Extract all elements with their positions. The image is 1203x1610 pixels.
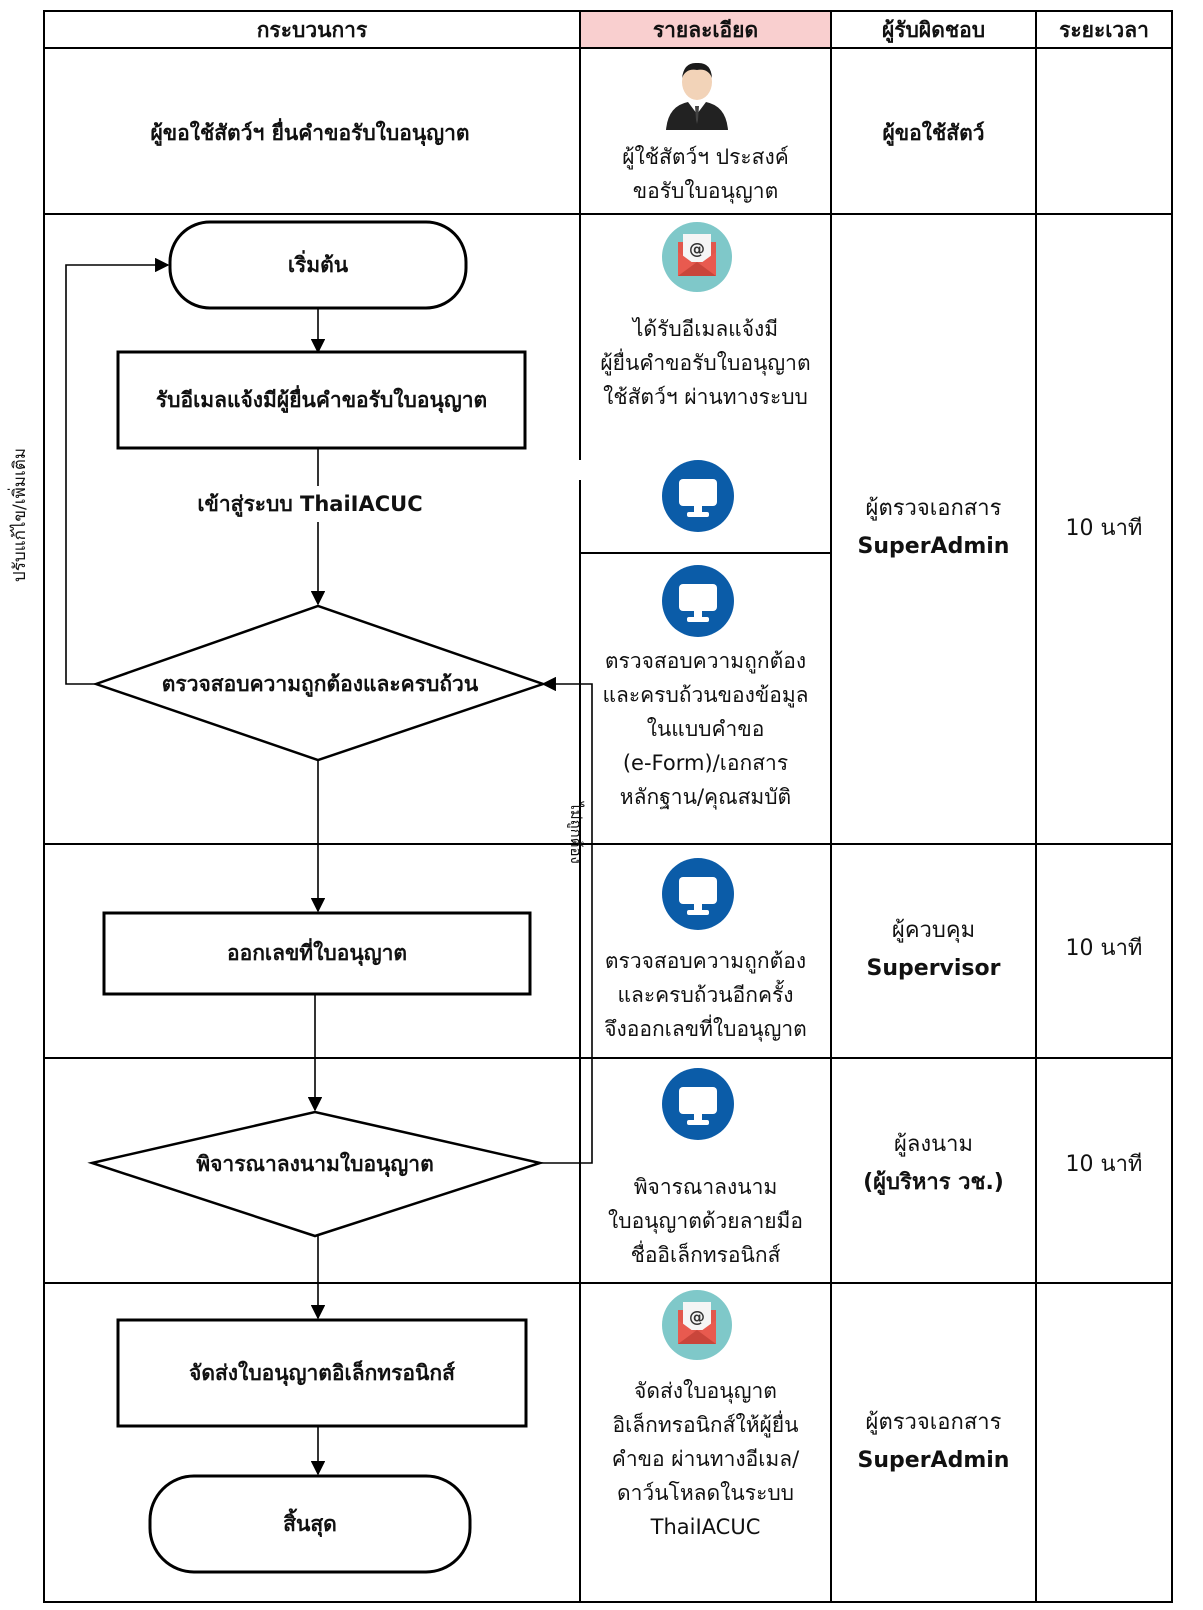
check-detail-line: และครบถ้วนของข้อมูล: [602, 683, 809, 707]
person-icon: [666, 62, 728, 130]
send-license-label: จัดส่งใบอนุญาตอิเล็กทรอนิกส์: [189, 1360, 455, 1385]
issue-detail-line: จึงออกเลขที่ใบอนุญาต: [604, 1017, 807, 1041]
row1-responsible: ผู้ขอใช้สัตว์: [882, 120, 985, 145]
header-detail: รายละเอียด: [652, 17, 759, 42]
checker-responsible: ผู้ตรวจเอกสาร SuperAdmin: [831, 490, 1036, 566]
sign-detail-line: พิจารณาลงนาม: [633, 1175, 778, 1199]
issue-number-box: [102, 911, 532, 996]
send-license-box: [116, 1318, 528, 1428]
email-icon: @: [662, 1290, 732, 1360]
issue-detail: ตรวจสอบความถูกต้อง และครบถ้วนอีกครั้ง จึ…: [580, 944, 831, 1046]
duration-check: 10 นาที: [1065, 516, 1143, 541]
issue-number-label: ออกเลขที่ใบอนุญาต: [226, 941, 408, 965]
send-detail: จัดส่งใบอนุญาต อิเล็กทรอนิกส์ให้ผู้ยื่น …: [580, 1374, 831, 1544]
email-detail: ได้รับอีเมลแจ้งมี ผู้ยื่นคำขอรับใบอนุญาต…: [580, 312, 831, 414]
svg-text:@: @: [689, 239, 705, 258]
email-icon: @: [662, 222, 732, 292]
header-process: กระบวนการ: [256, 17, 368, 42]
end-terminator: [148, 1474, 472, 1574]
email-detail-line: ได้รับอีเมลแจ้งมี: [632, 317, 779, 341]
supervisor-responsible: ผู้ควบคุม Supervisor: [831, 912, 1036, 988]
sender-responsible: ผู้ตรวจเอกสาร SuperAdmin: [831, 1404, 1036, 1480]
sign-detail: พิจารณาลงนาม ใบอนุญาตด้วยลายมือ ชื่ออิเล…: [580, 1170, 831, 1272]
row1-detail-line: ขอรับใบอนุญาต: [632, 179, 779, 203]
end-label: สิ้นสุด: [283, 1511, 337, 1536]
detail-header-fill: [580, 11, 831, 48]
start-label: เริ่มต้น: [287, 252, 349, 277]
checker-role: SuperAdmin: [857, 534, 1010, 559]
enter-system-label: เข้าสู่ระบบ ThaiIACUC: [140, 486, 480, 522]
consider-sign-diamond: [87, 1110, 545, 1238]
signer-responsible: ผู้ลงนาม (ผู้บริหาร วช.): [831, 1126, 1036, 1202]
issue-detail-line: ตรวจสอบความถูกต้อง: [604, 949, 807, 973]
start-terminator: [168, 220, 468, 310]
send-detail-line: คำขอ ผ่านทางอีเมล/: [611, 1447, 800, 1471]
svg-text:@: @: [689, 1307, 705, 1326]
send-detail-line: จัดส่งใบอนุญาต: [634, 1379, 777, 1403]
check-decision-diamond: [92, 604, 547, 762]
checker-title: ผู้ตรวจเอกสาร: [865, 496, 1002, 521]
consider-sign-label: พิจารณาลงนามใบอนุญาต: [196, 1151, 434, 1176]
monitor-icon: [662, 1068, 734, 1140]
send-detail-line: อิเล็กทรอนิกส์ให้ผู้ยื่น: [612, 1413, 799, 1437]
header-duration: ระยะเวลา: [1059, 17, 1149, 42]
signer-role: (ผู้บริหาร วช.): [863, 1170, 1004, 1195]
sender-title: ผู้ตรวจเอกสาร: [865, 1410, 1002, 1435]
row1-detail-line: ผู้ใช้สัตว์ฯ ประสงค์: [622, 145, 789, 169]
duration-sign: 10 นาที: [1065, 1152, 1143, 1177]
receive-email-box: [116, 350, 527, 450]
check-detail-line: (e-Form)/เอกสาร: [622, 751, 789, 775]
monitor-icon: [662, 460, 734, 532]
sender-role: SuperAdmin: [857, 1448, 1010, 1473]
check-detail-line: หลักฐาน/คุณสมบัติ: [619, 785, 792, 809]
send-detail-line: ThaiIACUC: [650, 1515, 761, 1539]
sign-detail-line: ชื่ออิเล็กทรอนิกส์: [630, 1243, 781, 1267]
supervisor-role: Supervisor: [866, 956, 1001, 981]
monitor-icon: [662, 565, 734, 637]
email-detail-line: ใช้สัตว์ฯ ผ่านทางระบบ: [603, 385, 808, 409]
sign-detail-line: ใบอนุญาตด้วยลายมือ: [607, 1209, 804, 1233]
signer-title: ผู้ลงนาม: [893, 1132, 973, 1157]
check-decision-label: ตรวจสอบความถูกต้องและครบถ้วน: [161, 671, 479, 696]
row1-detail: ผู้ใช้สัตว์ฯ ประสงค์ ขอรับใบอนุญาต: [580, 140, 831, 208]
header-responsible: ผู้รับผิดชอบ: [881, 17, 986, 42]
duration-issue: 10 นาที: [1065, 936, 1143, 961]
issue-detail-line: และครบถ้วนอีกครั้ง: [617, 983, 794, 1007]
applicant-submit-text: ผู้ขอใช้สัตว์ฯ ยื่นคำขอรับใบอนุญาต: [150, 120, 470, 145]
send-detail-line: ดาว์นโหลดในระบบ: [616, 1481, 795, 1505]
supervisor-title: ผู้ควบคุม: [891, 918, 976, 943]
monitor-icon: [662, 858, 734, 930]
check-detail-line: ตรวจสอบความถูกต้อง: [604, 649, 807, 673]
check-detail: ตรวจสอบความถูกต้อง และครบถ้วนของข้อมูล ใ…: [580, 644, 831, 814]
receive-email-label: รับอีเมลแจ้งมีผู้ยื่นคำขอรับใบอนุญาต: [155, 387, 488, 412]
check-detail-line: ในแบบคำขอ: [646, 717, 765, 741]
email-detail-line: ผู้ยื่นคำขอรับใบอนุญาต: [600, 351, 811, 375]
